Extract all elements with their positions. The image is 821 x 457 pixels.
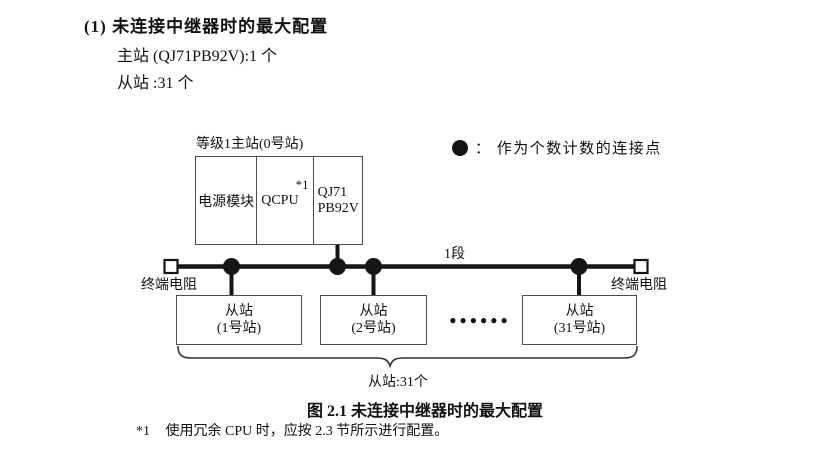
slave-count-line: 从站 :31 个 [117, 75, 194, 92]
footnote-text: 使用冗余 CPU 时，应按 2.3 节所示进行配置。 [165, 424, 449, 439]
connection-dot-slave2 [365, 258, 382, 275]
segment-label: 1段 [444, 247, 465, 262]
power-module-label: 电源模块 [198, 194, 255, 210]
qcpu-cell: *1 QCPU [256, 157, 312, 244]
slave1-label-line1: 从站 [225, 304, 253, 319]
slave31-label-line1: 从站 [565, 304, 594, 319]
slave-total-label: 从站:31个 [368, 375, 428, 390]
footnote-ref-marker: *1 [295, 177, 309, 192]
ellipsis-dots: ●●●●●● [449, 313, 511, 327]
slave-station-2-box: 从站 (2号站) [320, 295, 427, 345]
master-count-line: 主站 (QJ71PB92V):1 个 [117, 48, 278, 65]
connection-point-dot-icon [452, 139, 468, 156]
terminator-left-square [163, 258, 179, 275]
pb92v-module-cell: QJ71 PB92V [312, 157, 362, 244]
slave-station-1-box: 从站 (1号站) [176, 295, 302, 345]
slave-station-31-box: 从站 (31号站) [522, 295, 637, 345]
qcpu-label: QCPU [261, 192, 299, 208]
connection-dot-slave31 [570, 258, 588, 275]
section-heading: (1) 未连接中继器时的最大配置 [84, 17, 329, 36]
slave2-label-line1: 从站 [359, 304, 388, 319]
pb92v-label-line2: PB92V [317, 200, 359, 216]
legend-text: ： 作为个数计数的连接点 [475, 141, 662, 157]
terminator-right-label: 终端电阻 [611, 278, 667, 293]
footnote: *1 使用冗余 CPU 时，应按 2.3 节所示进行配置。 [136, 420, 448, 440]
master-station-label: 等级1主站(0号站) [196, 137, 304, 152]
terminator-left-label: 终端电阻 [141, 278, 197, 293]
slave-count-brace [177, 345, 638, 369]
pb92v-label-line1: QJ71 [317, 184, 348, 200]
slave2-label-line2: (2号站) [351, 321, 396, 336]
master-station-box: 电源模块 *1 QCPU QJ71 PB92V [195, 156, 363, 245]
connection-dot-slave1 [223, 258, 240, 275]
slave1-label-line2: (1号站) [216, 321, 262, 336]
footnote-marker: *1 [136, 424, 150, 439]
connection-dot-master [329, 258, 346, 275]
power-module-cell: 电源模块 [196, 157, 256, 244]
legend: ： 作为个数计数的连接点 [452, 137, 662, 158]
figure-caption: 图 2.1 未连接中继器时的最大配置 [306, 403, 543, 420]
terminator-right-square [633, 258, 649, 275]
slave31-label-line2: (31号站) [553, 321, 606, 336]
